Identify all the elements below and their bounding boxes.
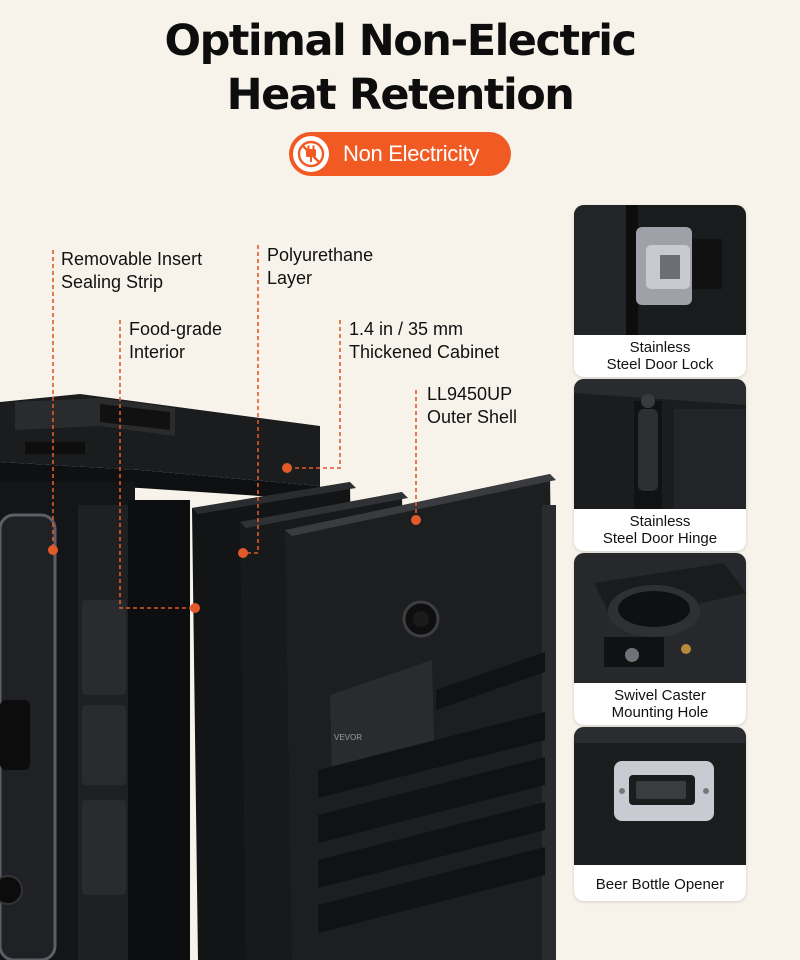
- door-hinge-photo: [574, 379, 746, 509]
- callout-polyurethane: Polyurethane Layer: [267, 245, 374, 288]
- leader-cabinet: [287, 320, 341, 469]
- feature-card-door-lock: Stainless Steel Door Lock: [574, 205, 746, 377]
- leader-interior: [119, 320, 195, 609]
- callout-sealing-strip: Removable Insert Sealing Strip: [61, 249, 203, 292]
- feature-caption: Stainless Steel Door Hinge: [602, 513, 718, 547]
- marker-shell: [411, 515, 421, 525]
- callout-interior: Food-grade Interior: [129, 319, 223, 362]
- brand-plate-text: VEVOR: [334, 733, 362, 742]
- badge-label: Non Electricity: [343, 141, 480, 166]
- outer-shell-door: [285, 474, 556, 960]
- callout-shell: LL9450UP Outer Shell: [427, 384, 518, 427]
- no-plug-icon: [293, 136, 329, 172]
- feature-caption: Stainless Steel Door Lock: [606, 339, 714, 373]
- callout-cabinet: 1.4 in / 35 mm Thickened Cabinet: [349, 319, 500, 362]
- title-line-1: Optimal Non-Electric: [164, 16, 637, 66]
- marker-polyurethane: [238, 548, 248, 558]
- bottle-opener-photo: [574, 727, 746, 865]
- title-line-2: Heat Retention: [226, 70, 575, 120]
- swivel-caster-photo: [574, 553, 746, 683]
- non-electricity-badge: Non Electricity: [289, 132, 511, 176]
- marker-cabinet: [282, 463, 292, 473]
- feature-caption: Beer Bottle Opener: [595, 875, 725, 893]
- cabinet-body: [0, 482, 190, 960]
- cabinet-lid: [0, 394, 320, 500]
- feature-card-door-hinge: Stainless Steel Door Hinge: [574, 379, 746, 551]
- feature-card-swivel-caster: Swivel Caster Mounting Hole: [574, 553, 746, 725]
- marker-sealing-strip: [48, 545, 58, 555]
- feature-caption: Swivel Caster Mounting Hole: [611, 687, 709, 721]
- cabinet-exploded-illustration: VEVOR: [0, 394, 556, 960]
- feature-card-bottle-opener: Beer Bottle Opener: [574, 727, 746, 901]
- leader-polyurethane: [243, 245, 259, 554]
- page-title: Optimal Non-Electric Heat Retention: [0, 14, 800, 122]
- door-lock-photo: [574, 205, 746, 335]
- marker-interior: [190, 603, 200, 613]
